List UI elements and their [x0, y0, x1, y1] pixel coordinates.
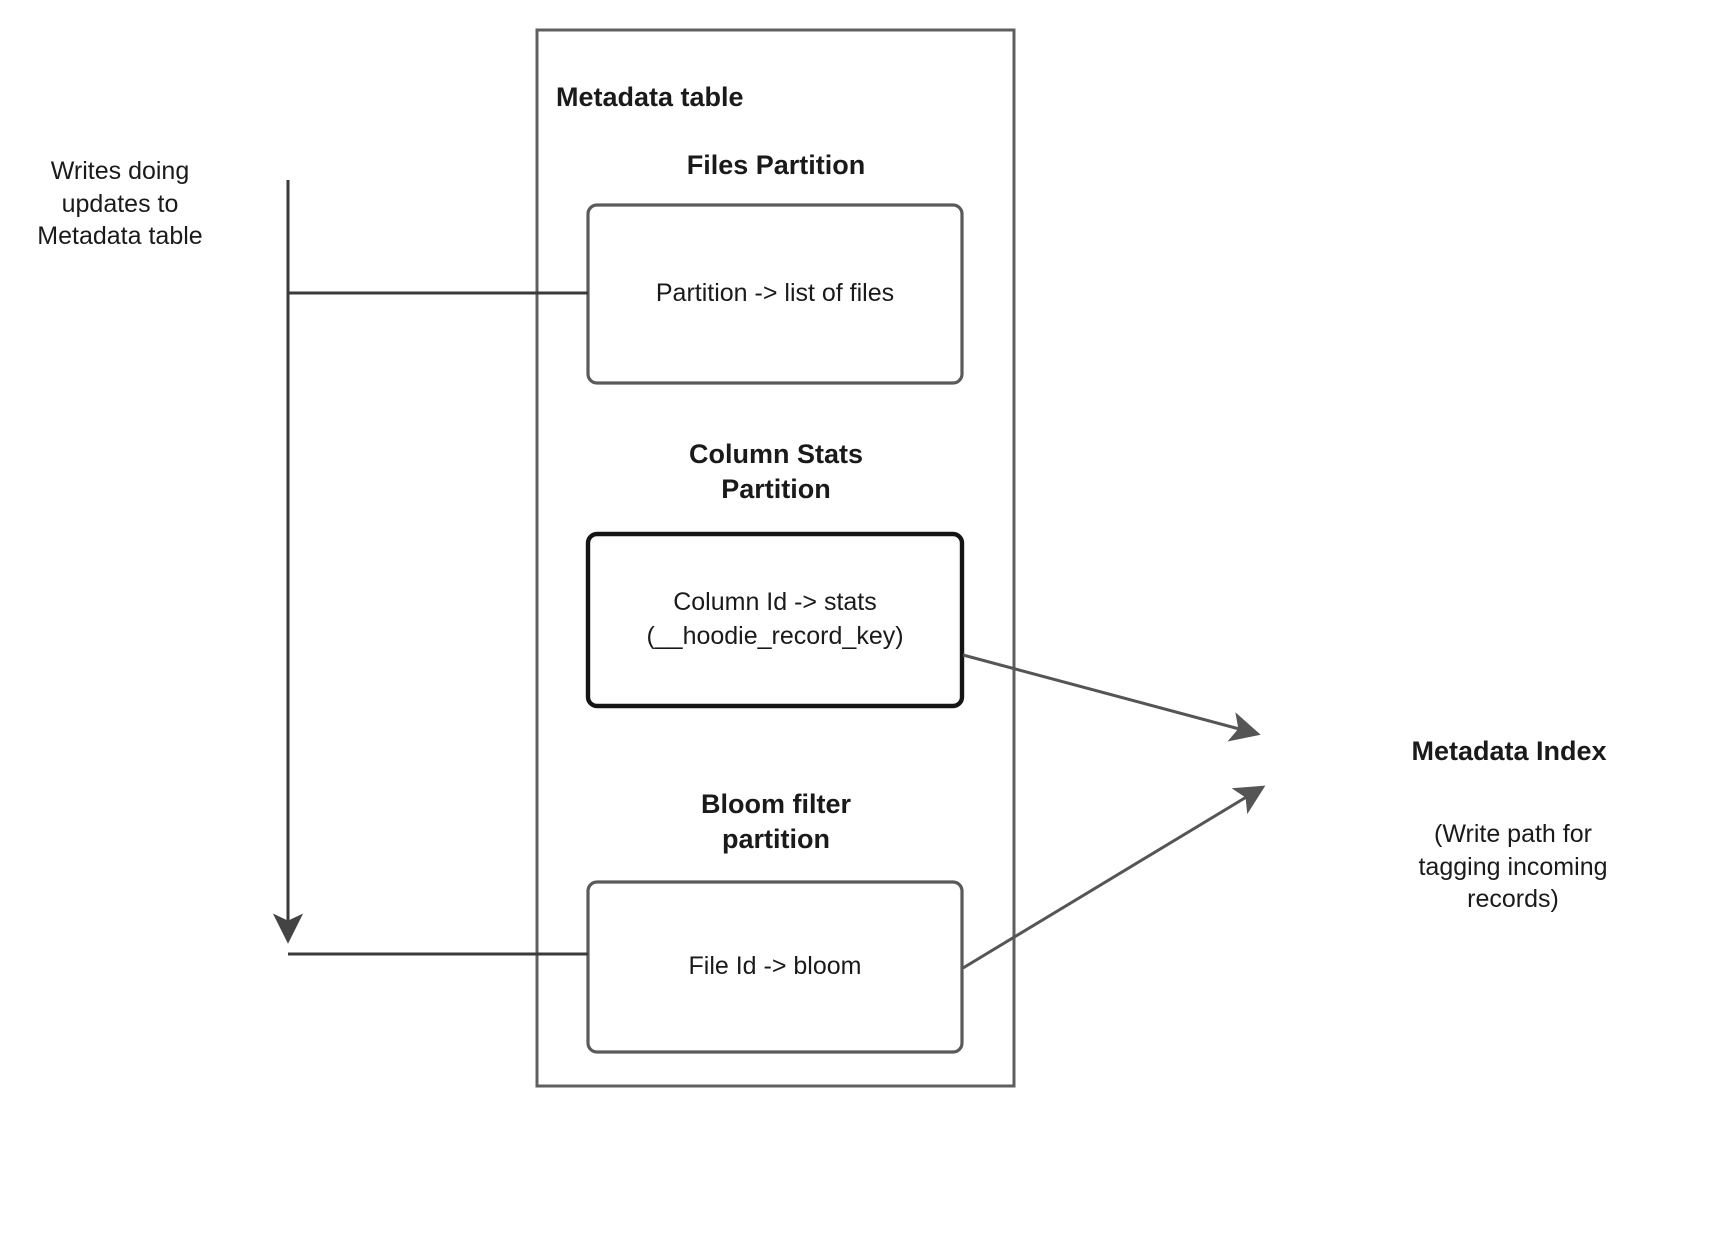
column-stats-partition-heading: Column Stats Partition — [688, 439, 863, 505]
connector-bloom-to-index — [962, 785, 1266, 970]
metadata-index-title: Metadata Index — [1411, 736, 1607, 766]
files-partition-heading: Files Partition — [686, 150, 866, 180]
files-partition-box-label: Partition -> list of files — [655, 279, 895, 308]
metadata-table-title: Metadata table — [556, 82, 744, 112]
metadata-index-note: (Write path for tagging incoming records… — [1418, 820, 1608, 913]
connector-colstats-to-index — [962, 653, 1261, 742]
writes-doing-updates-caption: Writes doing updates to Metadata table — [37, 157, 203, 250]
column-stats-box-label: Column Id -> stats (__hoodie_record_key) — [646, 588, 904, 650]
bloom-filter-partition-heading: Bloom filter partition — [700, 789, 851, 855]
bloom-filter-box-label: File Id -> bloom — [688, 952, 862, 981]
